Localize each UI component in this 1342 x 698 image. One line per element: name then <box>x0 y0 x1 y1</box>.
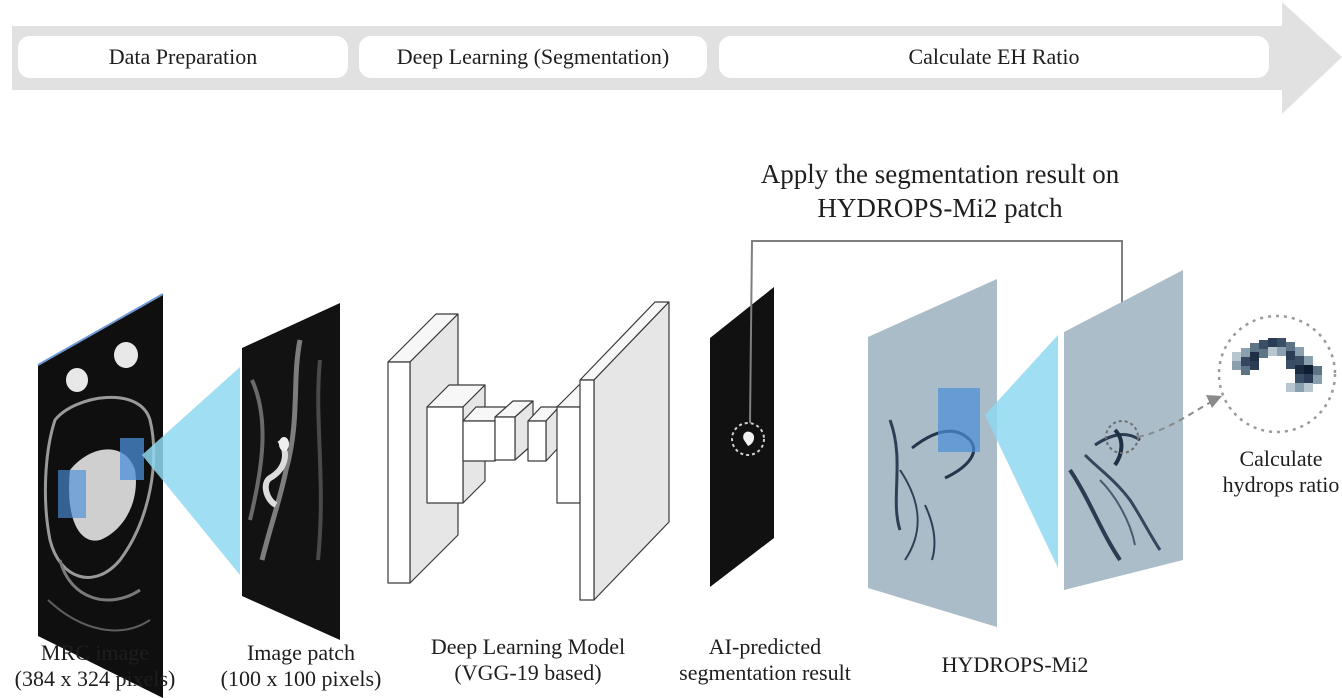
zoom-arrowhead <box>1206 395 1222 408</box>
caption-ratio-line2: hydrops ratio <box>1222 472 1340 497</box>
projection-cone-2 <box>985 335 1058 568</box>
zoomed-hydrops-circle <box>1217 314 1337 434</box>
caption-model-line1: Deep Learning Model <box>430 634 626 659</box>
apply-annotation-line2: HYDROPS-Mi2 patch <box>817 193 1063 223</box>
roi-box-right <box>120 438 144 480</box>
apply-annotation: Apply the segmentation result on HYDROPS… <box>700 157 1180 225</box>
image-patch-panel <box>242 303 340 640</box>
caption-ai-result-line2: segmentation result <box>679 660 851 685</box>
caption-mrc-image-line1: MRC image <box>40 640 150 665</box>
caption-mrc-image: MRC image (384 x 324 pixels) <box>0 640 190 692</box>
caption-ai-result-line1: AI-predicted <box>708 634 822 659</box>
eye-globe-right <box>114 342 138 368</box>
caption-mrc-image-line2: (384 x 324 pixels) <box>14 666 176 691</box>
caption-model: Deep Learning Model (VGG-19 based) <box>410 634 646 686</box>
caption-ai-result: AI-predicted segmentation result <box>660 634 870 686</box>
hydrops-patch-panel <box>1064 270 1183 590</box>
model-layer-4 <box>494 400 534 461</box>
apply-annotation-line1: Apply the segmentation result on <box>760 159 1120 189</box>
model-blocks <box>387 301 670 601</box>
model-layer-7 <box>579 301 670 601</box>
projection-cone-1 <box>142 367 240 575</box>
model-layer-1 <box>387 313 459 584</box>
caption-model-line2: (VGG-19 based) <box>454 660 602 685</box>
stage-label-data-preparation: Data Preparation <box>18 36 348 78</box>
stage-label-calculate-eh-ratio: Calculate EH Ratio <box>719 36 1269 78</box>
zoom-dashed-curve <box>1137 399 1216 438</box>
hydrops-panel-large <box>868 279 997 627</box>
segmentation-highlight-circle <box>731 422 765 456</box>
mrc-image-panel <box>37 293 164 698</box>
caption-hydrops-line1: HYDROPS-Mi2 <box>941 652 1089 677</box>
caption-image-patch: Image patch (100 x 100 pixels) <box>203 640 399 692</box>
roi-box-left <box>58 470 86 518</box>
caption-hydrops: HYDROPS-Mi2 <box>930 652 1100 678</box>
caption-ratio-line1: Calculate <box>1239 446 1323 471</box>
caption-image-patch-line1: Image patch <box>246 640 356 665</box>
caption-image-patch-line2: (100 x 100 pixels) <box>220 666 382 691</box>
stage-label-deep-learning: Deep Learning (Segmentation) <box>359 36 707 78</box>
ai-result-panel <box>710 287 774 587</box>
caption-ratio: Calculate hydrops ratio <box>1222 446 1340 498</box>
eye-globe-left <box>66 368 88 392</box>
hydrops-roi-box <box>938 388 980 452</box>
